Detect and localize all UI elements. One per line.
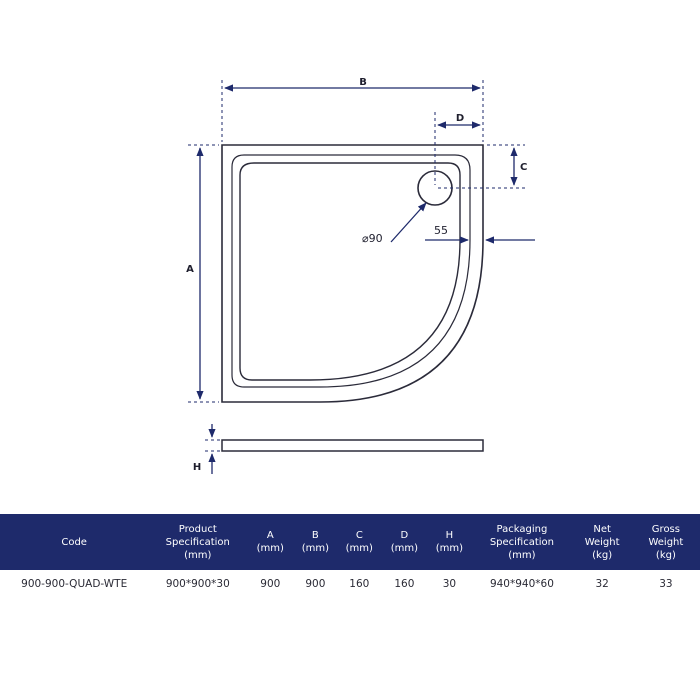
tray-basin — [239, 162, 461, 381]
cell-d: 160 — [394, 578, 415, 590]
table-header-row: Code Product Specification (mm) A (mm) B… — [0, 514, 700, 570]
col-gross-weight: Gross Weight (kg) — [648, 523, 684, 561]
cell-gross-weight: 33 — [659, 578, 673, 590]
diameter-leader — [390, 202, 427, 243]
label-c: C — [520, 162, 527, 173]
label-d: D — [456, 113, 464, 124]
cell-net-weight: 32 — [595, 578, 609, 590]
col-code: Code — [61, 536, 87, 548]
cell-code: 900-900-QUAD-WTE — [21, 578, 128, 590]
col-product-spec: Product Specification (mm) — [165, 523, 230, 561]
label-a: A — [186, 264, 194, 275]
dimension-lines — [188, 80, 535, 474]
cell-b: 900 — [305, 578, 326, 590]
col-h: H (mm) — [435, 530, 464, 554]
col-net-weight: Net Weight (kg) — [584, 523, 620, 561]
col-d: D (mm) — [390, 530, 418, 554]
col-c: C (mm) — [345, 530, 373, 554]
cell-product-spec: 900*900*30 — [165, 578, 230, 590]
col-b: B (mm) — [301, 530, 329, 554]
tray-outline — [221, 144, 484, 403]
col-packaging-spec: Packaging Specification (mm) — [489, 523, 555, 561]
col-a: A (mm) — [256, 530, 284, 554]
cell-a: 900 — [260, 578, 281, 590]
cell-h: 30 — [442, 578, 457, 590]
label-h: H — [193, 462, 201, 473]
cell-c: 160 — [349, 578, 370, 590]
label-rim-width: 55 — [434, 224, 448, 237]
label-b: B — [359, 77, 367, 88]
tray-rim-outer — [231, 154, 471, 388]
specification-table: Code Product Specification (mm) A (mm) B… — [0, 514, 700, 598]
tray-top-view — [221, 144, 484, 403]
tray-side-view — [221, 439, 484, 452]
table-row: 900-900-QUAD-WTE 900*900*30 900 900 160 … — [0, 570, 700, 598]
label-waste-diameter: ⌀90 — [362, 232, 383, 245]
technical-drawing: B D C A H ⌀90 55 — [186, 77, 535, 474]
cell-packaging-spec: 940*940*60 — [489, 578, 554, 590]
